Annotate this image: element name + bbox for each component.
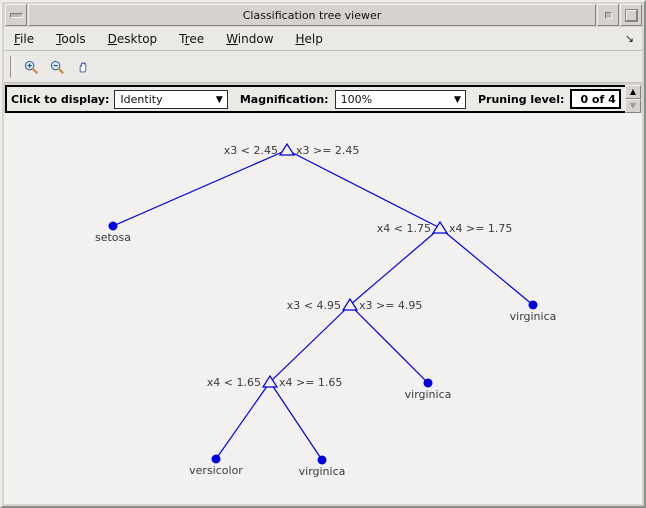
pruning-level-label: Pruning level: xyxy=(477,92,565,106)
tree-edge xyxy=(269,304,351,383)
window-menu-button[interactable] xyxy=(5,4,27,26)
tree-split-node[interactable]: x4 < 1.75 x4 >= 1.75 xyxy=(377,220,513,235)
tree-edge xyxy=(349,304,429,384)
maximize-icon xyxy=(624,8,638,22)
split-triangle-icon xyxy=(431,220,449,234)
tree-split-node[interactable]: x3 < 4.95 x3 >= 4.95 xyxy=(287,297,423,312)
split-triangle-icon xyxy=(261,374,279,388)
tree-leaf-node[interactable]: versicolor xyxy=(189,454,243,478)
toolbar xyxy=(4,51,642,83)
spinner-down-button[interactable]: ▼ xyxy=(625,99,641,113)
pan-hand-icon xyxy=(79,61,87,72)
leaf-label: virginica xyxy=(405,388,452,401)
minimize-button[interactable] xyxy=(597,4,619,26)
tree-edge xyxy=(112,149,288,227)
tree-split-node[interactable]: x3 < 2.45 x3 >= 2.45 xyxy=(224,142,360,157)
tree-leaf-node[interactable]: setosa xyxy=(95,221,131,245)
tree-split-node[interactable]: x4 < 1.65 x4 >= 1.65 xyxy=(207,374,343,389)
split-left-label: x4 < 1.65 xyxy=(207,376,261,389)
magnification-select[interactable]: 100% ▼ xyxy=(334,89,466,109)
leaf-dot-icon xyxy=(108,221,118,231)
tree-leaf-node[interactable]: virginica xyxy=(510,300,557,324)
decision-tree-svg: x3 < 2.45 x3 >= 2.45 setosa x4 < 1.75 x4 >= … xyxy=(95,142,557,479)
zoom-out-icon xyxy=(50,60,64,74)
split-right-label: x3 >= 4.95 xyxy=(359,299,422,312)
tree-edge xyxy=(215,381,271,460)
window-menu-icon xyxy=(9,12,23,18)
tree-edge xyxy=(269,381,323,461)
menu-bar: File Tools Desktop Tree Window Help ↘ xyxy=(4,27,642,51)
leaf-label: setosa xyxy=(95,231,131,244)
split-right-label: x3 >= 2.45 xyxy=(296,144,359,157)
maximize-button[interactable] xyxy=(620,4,642,26)
window-title: Classification tree viewer xyxy=(28,4,596,26)
split-triangle-icon xyxy=(341,297,359,311)
controls-strip: Click to display: Identity ▼ Magnificati… xyxy=(5,85,627,113)
split-left-label: x4 < 1.75 xyxy=(377,222,431,235)
leaf-label: virginica xyxy=(510,310,557,323)
tree-edge xyxy=(286,149,441,229)
pan-button[interactable] xyxy=(70,55,96,79)
spinner-up-button[interactable]: ▲ xyxy=(625,85,641,99)
leaf-dot-icon xyxy=(423,378,433,388)
tree-edge xyxy=(349,227,441,306)
leaf-dot-icon xyxy=(317,455,327,465)
zoom-in-icon xyxy=(24,60,38,74)
chevron-down-icon: ▼ xyxy=(454,94,461,105)
menu-item-desktop[interactable]: Desktop xyxy=(107,31,158,46)
dock-arrow-icon[interactable]: ↘ xyxy=(624,32,634,45)
leaf-dot-icon xyxy=(211,454,221,464)
pruning-level-value: 0 of 4 xyxy=(570,89,621,109)
split-triangle-icon xyxy=(278,142,296,156)
split-left-label: x3 < 4.95 xyxy=(287,299,341,312)
menu-item-tools[interactable]: Tools xyxy=(56,31,86,46)
magnification-label: Magnification: xyxy=(239,92,329,106)
split-right-label: x4 >= 1.75 xyxy=(449,222,512,235)
pruning-level-spinner: ▲ ▼ xyxy=(625,85,641,113)
tree-edge xyxy=(439,227,534,306)
menu-item-tree[interactable]: Tree xyxy=(179,31,205,46)
tree-leaf-node[interactable]: virginica xyxy=(405,378,452,402)
split-right-label: x4 >= 1.65 xyxy=(279,376,342,389)
minimize-icon xyxy=(604,11,612,19)
chevron-down-icon: ▼ xyxy=(215,94,223,105)
menu-item-help[interactable]: Help xyxy=(295,31,323,46)
leaf-dot-icon xyxy=(528,300,538,310)
leaf-label: versicolor xyxy=(189,464,243,477)
tree-canvas[interactable]: x3 < 2.45 x3 >= 2.45 setosa x4 < 1.75 x4 >= … xyxy=(4,113,642,504)
zoom-in-button[interactable] xyxy=(18,55,44,79)
click-to-display-value: Identity xyxy=(120,92,163,106)
zoom-out-button[interactable] xyxy=(44,55,70,79)
toolbar-separator xyxy=(10,55,14,78)
click-to-display-select[interactable]: Identity ▼ xyxy=(114,89,228,109)
leaf-label: virginica xyxy=(299,465,346,478)
tree-leaf-node[interactable]: virginica xyxy=(299,455,346,479)
menu-item-file[interactable]: File xyxy=(14,31,35,46)
magnification-value: 100% xyxy=(340,92,373,106)
menu-item-window[interactable]: Window xyxy=(226,31,274,46)
titlebar: Classification tree viewer xyxy=(4,4,642,26)
click-to-display-label: Click to display: xyxy=(11,92,110,106)
split-left-label: x3 < 2.45 xyxy=(224,144,278,157)
